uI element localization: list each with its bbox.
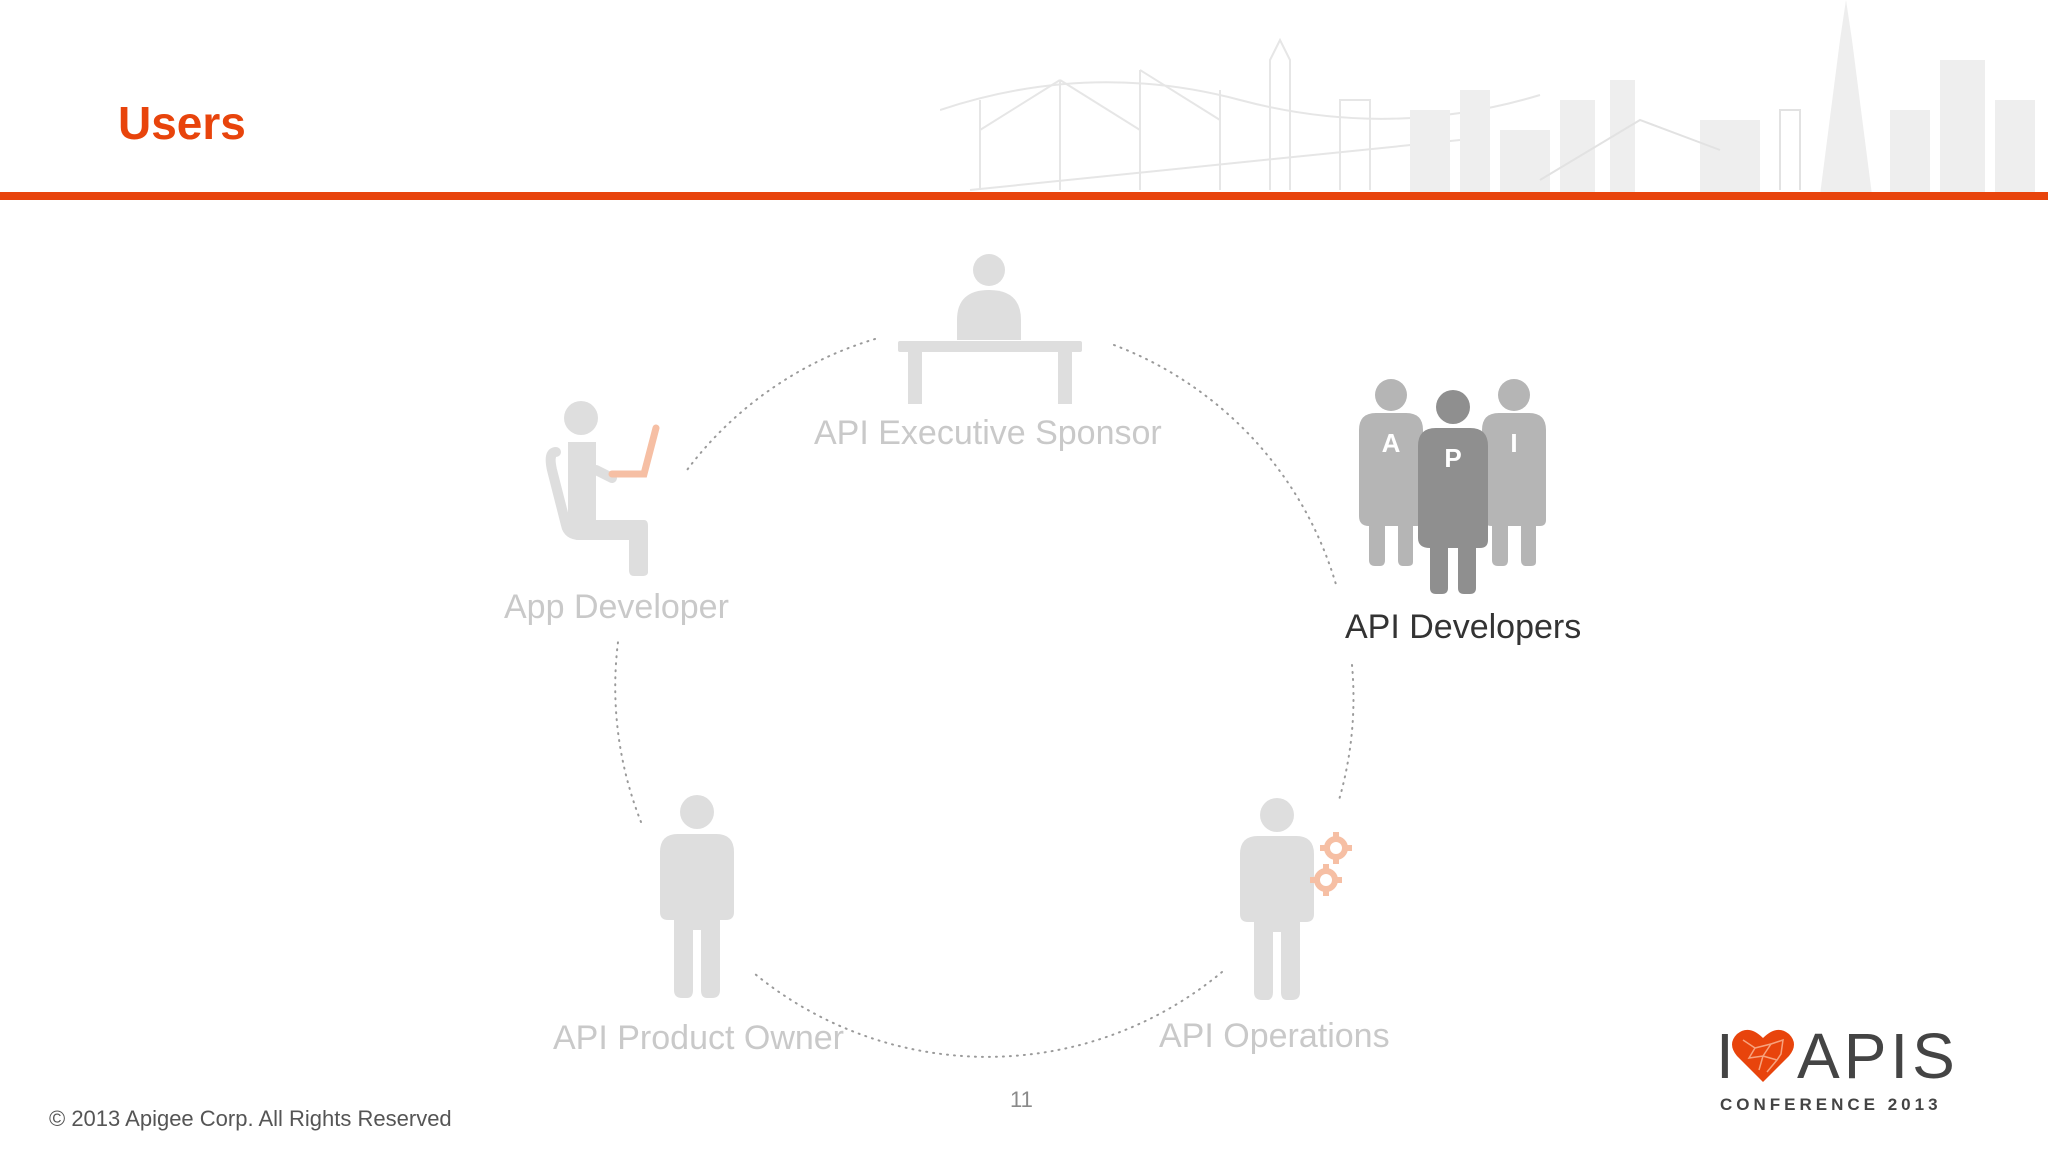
- logo-wordmark: APIS: [1797, 1020, 1959, 1092]
- person-with-laptop-icon: [545, 401, 660, 576]
- logo-subtitle: CONFERENCE 2013: [1720, 1095, 1942, 1114]
- role-label-executive-sponsor: API Executive Sponsor: [814, 414, 1162, 452]
- cycle-arc-left: [614, 641, 642, 823]
- page-number: 11: [1010, 1087, 1033, 1112]
- title-underline: [0, 192, 2048, 200]
- badge-letter-p: P: [1444, 443, 1461, 473]
- standing-person-icon: [660, 795, 734, 998]
- role-label-api-product-owner: API Product Owner: [553, 1019, 845, 1057]
- cycle-arc-top-left: [686, 338, 876, 471]
- role-label-app-developer: App Developer: [504, 588, 729, 626]
- cycle-arc-top-right: [1113, 344, 1338, 589]
- cycle-arc-bottom: [754, 971, 1223, 1058]
- heart-icon: [1732, 1029, 1794, 1082]
- badge-letter-i: I: [1510, 428, 1517, 458]
- copyright-notice: © 2013 Apigee Corp. All Rights Reserved: [49, 1106, 452, 1131]
- logo-letter-i: I: [1716, 1020, 1734, 1092]
- cycle-arc-right: [1338, 664, 1355, 801]
- person-at-table-icon: [898, 254, 1082, 404]
- group-of-three-people-icon: A P I: [1359, 379, 1546, 594]
- role-label-api-developers: API Developers: [1345, 608, 1582, 646]
- role-label-api-operations: API Operations: [1159, 1017, 1390, 1055]
- person-with-gears-icon: [1240, 798, 1352, 1000]
- skyline-background-image: [940, 0, 2035, 195]
- slide-title: Users: [118, 97, 246, 149]
- badge-letter-a: A: [1382, 428, 1401, 458]
